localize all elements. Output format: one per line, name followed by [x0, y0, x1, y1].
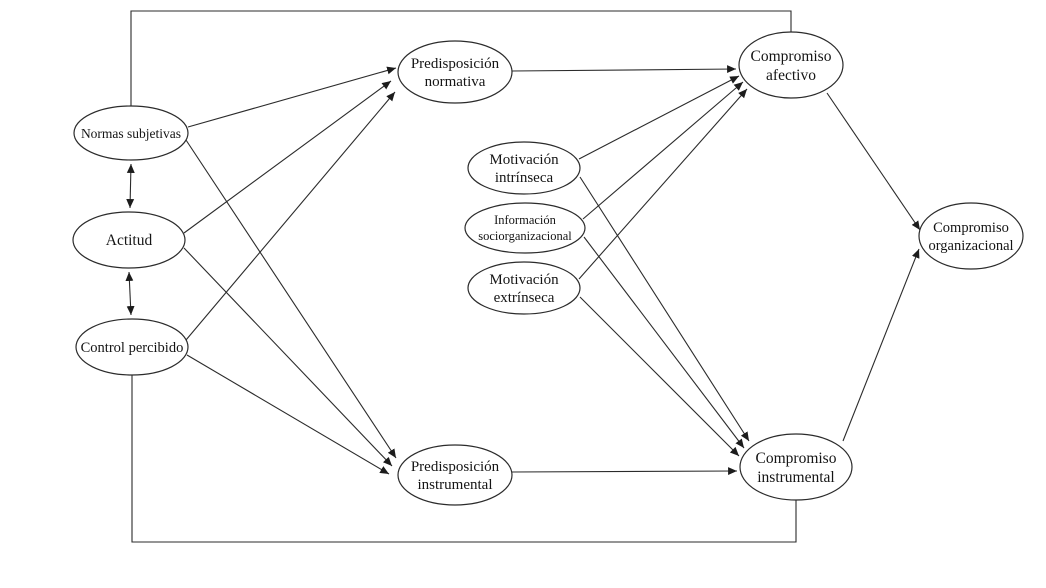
node-motivacion-intrinseca: Motivación intrínseca	[467, 141, 581, 195]
node-normas-subjetivas: Normas subjetivas	[73, 105, 189, 161]
node-informacion-sociorganizacional-label-line2: sociorganizacional	[478, 229, 572, 243]
node-compromiso-afectivo-ellipse	[738, 31, 844, 99]
loop-path-instrumental-to-control	[131, 375, 797, 543]
arrow-informacion-to-compromiso-instrumental	[583, 236, 745, 449]
arrow-motivacion-extrinseca-to-compromiso-instrumental	[579, 296, 740, 457]
arrow-predisposicion-instrumental-to-compromiso-instrumental	[511, 467, 738, 475]
node-compromiso-instrumental-ellipse	[739, 433, 853, 501]
node-compromiso-instrumental-label-line1: Compromiso	[756, 450, 837, 467]
node-motivacion-extrinseca-ellipse	[467, 261, 581, 315]
node-control-percibido-ellipse	[75, 318, 189, 376]
double-arrow-normas-actitud	[126, 163, 135, 209]
node-predisposicion-instrumental: Predisposición instrumental	[397, 444, 513, 506]
node-predisposicion-normativa: Predisposición normativa	[397, 40, 513, 104]
node-normas-subjetivas-ellipse	[73, 105, 189, 161]
arrow-control-to-predisposicion-normativa	[185, 91, 396, 341]
node-predisposicion-instrumental-label-line2: instrumental	[418, 477, 493, 493]
loop-path-afectivo-to-normas	[130, 10, 792, 106]
node-compromiso-instrumental-label-line2: instrumental	[757, 469, 835, 486]
node-informacion-sociorganizacional-ellipse	[464, 202, 586, 254]
node-informacion-sociorganizacional: Información sociorganizacional	[464, 202, 586, 254]
node-motivacion-intrinseca-ellipse	[467, 141, 581, 195]
arrow-motivacion-intrinseca-to-compromiso-afectivo	[578, 75, 740, 160]
arrow-normas-to-predisposicion-normativa	[187, 66, 397, 128]
node-compromiso-instrumental: Compromiso instrumental	[739, 433, 853, 501]
node-control-percibido: Control percibido	[75, 318, 189, 376]
arrow-control-to-predisposicion-instrumental	[186, 354, 390, 475]
node-motivacion-intrinseca-label-line2: intrínseca	[495, 170, 554, 186]
node-motivacion-extrinseca-label-line1: Motivación	[489, 272, 559, 288]
node-compromiso-afectivo-label-line1: Compromiso	[751, 48, 832, 65]
arrow-compromiso-instrumental-to-organizacional	[842, 248, 920, 442]
node-predisposicion-normativa-ellipse	[397, 40, 513, 104]
arrow-normas-to-predisposicion-instrumental	[185, 139, 397, 459]
node-actitud: Actitud	[72, 211, 186, 269]
node-actitud-ellipse	[72, 211, 186, 269]
node-informacion-sociorganizacional-label-line1: Información	[494, 213, 557, 227]
node-compromiso-organizacional: Compromiso organizacional	[918, 202, 1024, 270]
double-arrow-actitud-control	[125, 271, 135, 316]
arrow-actitud-to-predisposicion-instrumental	[183, 247, 393, 467]
arrow-informacion-to-compromiso-afectivo	[582, 81, 744, 220]
node-compromiso-afectivo-label-line2: afectivo	[766, 67, 816, 84]
node-motivacion-intrinseca-label-line1: Motivación	[489, 152, 559, 168]
arrow-actitud-to-predisposicion-normativa	[183, 80, 392, 234]
arrow-predisposicion-normativa-to-compromiso-afectivo	[511, 65, 737, 74]
arrow-motivacion-intrinseca-to-compromiso-instrumental	[579, 176, 750, 442]
node-predisposicion-instrumental-ellipse	[397, 444, 513, 506]
node-compromiso-organizacional-ellipse	[918, 202, 1024, 270]
node-compromiso-afectivo: Compromiso afectivo	[738, 31, 844, 99]
node-predisposicion-instrumental-label-line1: Predisposición	[411, 459, 500, 475]
arrow-compromiso-afectivo-to-organizacional	[826, 92, 921, 231]
node-control-percibido-label: Control percibido	[81, 340, 184, 356]
node-predisposicion-normativa-label-line2: normativa	[425, 74, 486, 90]
arrow-motivacion-extrinseca-to-compromiso-afectivo	[578, 88, 748, 280]
node-predisposicion-normativa-label-line1: Predisposición	[411, 56, 500, 72]
node-compromiso-organizacional-label-line2: organizacional	[928, 238, 1013, 254]
node-normas-subjetivas-label: Normas subjetivas	[81, 126, 181, 141]
node-motivacion-extrinseca-label-line2: extrínseca	[494, 290, 555, 306]
node-compromiso-organizacional-label-line1: Compromiso	[933, 220, 1009, 236]
node-actitud-label: Actitud	[106, 232, 153, 249]
node-motivacion-extrinseca: Motivación extrínseca	[467, 261, 581, 315]
